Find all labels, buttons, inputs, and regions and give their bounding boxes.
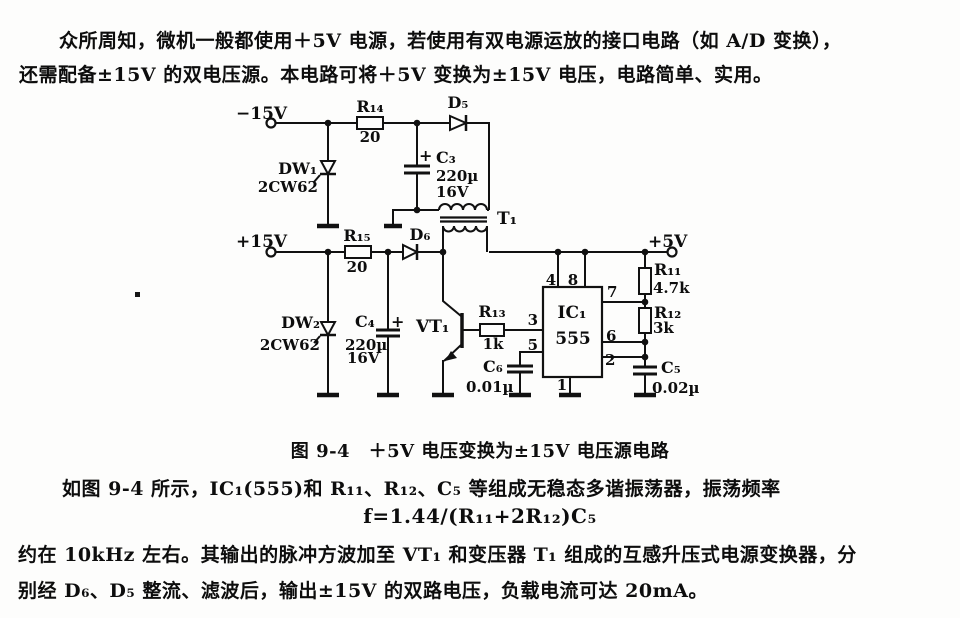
label-d6: D₆: [410, 225, 431, 244]
label-c6: C₆: [483, 357, 503, 376]
junction-dots: [324, 119, 649, 361]
winding-bottom: [442, 225, 488, 233]
value-r12: 3k: [653, 319, 674, 337]
terminal-neg15v: [265, 117, 277, 129]
pin-3: 3: [528, 311, 538, 329]
voltage-c3: 16V: [436, 183, 469, 201]
resistor-r14: [356, 116, 384, 130]
model-dw2: 2CW62: [260, 336, 320, 354]
value-c5: 0.02µ: [652, 379, 700, 397]
oscillation-formula: f=1.44/(R₁₁+2R₁₂)C₅: [363, 504, 597, 528]
value-c6: 0.01µ: [466, 378, 514, 396]
resistor-r13: [479, 323, 505, 337]
value-c4: 220µ: [345, 336, 387, 354]
label-neg15v: −15V: [236, 104, 288, 124]
label-c3: C₃: [436, 148, 456, 167]
model-ic1: 555: [555, 329, 591, 349]
resistor-r11: [638, 267, 652, 295]
capacitor-plates: [376, 164, 657, 376]
label-r14: R₁₄: [356, 97, 383, 116]
scan-artifact-dot: [135, 292, 140, 297]
label-r12: R₁₂: [654, 303, 681, 322]
diode-d6: [402, 243, 420, 261]
zener-dw2: [313, 321, 337, 344]
emitter-arrow-icon: [445, 351, 457, 361]
value-r11: 4.7k: [653, 279, 690, 297]
pin-1: 1: [557, 376, 567, 394]
pin-8: 8: [568, 271, 578, 289]
label-r11: R₁₁: [654, 260, 681, 279]
label-dw1: DW₁: [278, 159, 317, 178]
label-r15: R₁₅: [343, 226, 370, 245]
terminal-pos15v: [265, 246, 277, 258]
resistor-bodies: [344, 116, 652, 337]
zener-dw1: [313, 160, 337, 183]
body-line-3: 别经 D₆、D₅ 整流、滤波后，输出±15V 的双路电压，负载电流可达 20mA…: [18, 580, 708, 602]
value-r14: 20: [360, 128, 381, 146]
label-dw2: DW₂: [281, 313, 320, 332]
label-d5: D₅: [448, 93, 469, 112]
pin-5: 5: [528, 336, 538, 354]
label-r13: R₁₃: [478, 302, 505, 321]
label-ic1: IC₁: [558, 303, 587, 323]
transformer-t1: [438, 203, 488, 233]
figure-caption: 图 9-4 ＋5V 电压变换为±15V 电压源电路: [290, 441, 670, 462]
body-line-1: 如图 9-4 所示，IC₁(555)和 R₁₁、R₁₂、C₅ 等组成无稳态多谐振…: [62, 478, 781, 500]
intro-line-2: 还需配备±15V 的双电压源。本电路可将＋5V 变换为±15V 电压，电路简单、…: [19, 64, 773, 86]
ground-symbols: [317, 223, 656, 398]
value-c3: 220µ: [436, 167, 478, 185]
label-pos15v: +15V: [236, 232, 288, 252]
resistor-r15: [344, 245, 372, 259]
value-r13: 1k: [483, 335, 504, 353]
ic-555-body: [541, 285, 604, 379]
intro-line-1: 众所周知，微机一般都使用＋5V 电源，若使用有双电源运放的接口电路（如 A/D …: [59, 30, 842, 52]
pin-4: 4: [546, 271, 556, 289]
body-line-2: 约在 10kHz 左右。其输出的脉冲方波加至 VT₁ 和变压器 T₁ 组成的互感…: [18, 544, 857, 566]
label-c5: C₅: [661, 358, 681, 377]
model-dw1: 2CW62: [258, 178, 318, 196]
winding-top: [438, 203, 488, 211]
pin-6: 6: [606, 327, 616, 345]
polarity-c4: +: [391, 312, 404, 331]
label-t1: T₁: [497, 209, 517, 229]
circuit-wires: [276, 122, 667, 393]
voltage-c4: 16V: [347, 349, 380, 367]
pin-2: 2: [605, 351, 615, 369]
polarity-c3: +: [419, 146, 432, 165]
resistor-r12: [638, 307, 652, 334]
terminal-pos5v: [666, 246, 678, 258]
terminals: [265, 117, 678, 258]
label-vt1: VT₁: [415, 317, 449, 337]
label-pos5v: +5V: [648, 232, 688, 252]
pin-7: 7: [607, 283, 617, 301]
diode-d5: [449, 114, 469, 132]
label-c4: C₄: [355, 312, 375, 331]
value-r15: 20: [347, 258, 368, 276]
